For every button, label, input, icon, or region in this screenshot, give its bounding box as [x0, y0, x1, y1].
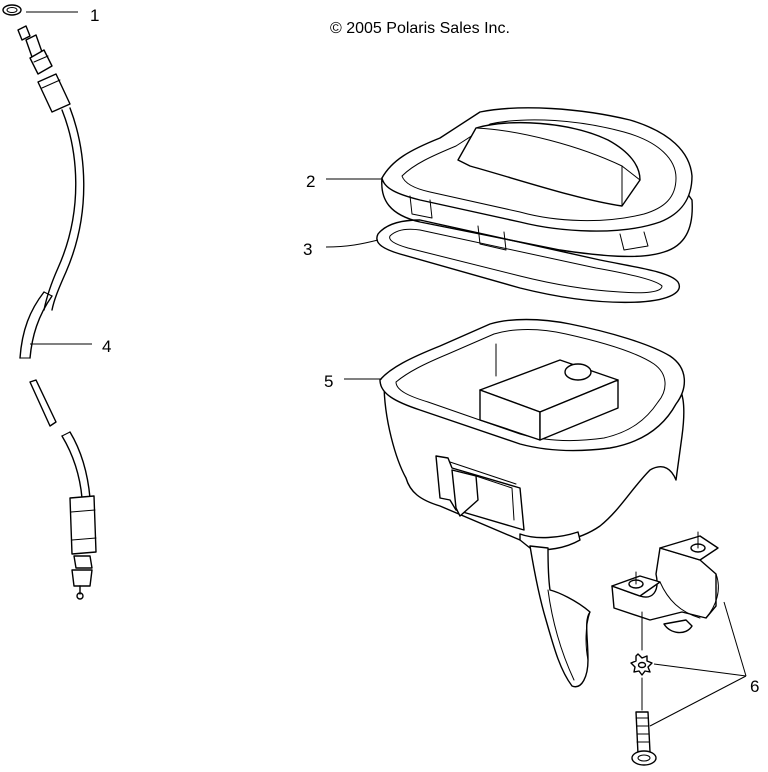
- callout-3: 3: [303, 240, 312, 259]
- leader-line-6: [649, 601, 747, 727]
- part-5-throttle-housing: [379, 318, 685, 688]
- callout-2: 2: [306, 172, 315, 191]
- copyright-text: © 2005 Polaris Sales Inc.: [330, 20, 510, 37]
- callout-1: 1: [90, 6, 99, 25]
- part-2-cover: [381, 107, 693, 258]
- part-4-throttle-cable: [17, 25, 97, 600]
- part-3-gasket: [376, 219, 681, 304]
- part-1-o-ring: [2, 4, 22, 16]
- callout-4: 4: [102, 337, 111, 356]
- callout-6: 6: [750, 677, 759, 696]
- callout-5: 5: [324, 372, 333, 391]
- leader-line-3: [325, 239, 379, 248]
- part-6-clamp-hardware: [611, 531, 719, 766]
